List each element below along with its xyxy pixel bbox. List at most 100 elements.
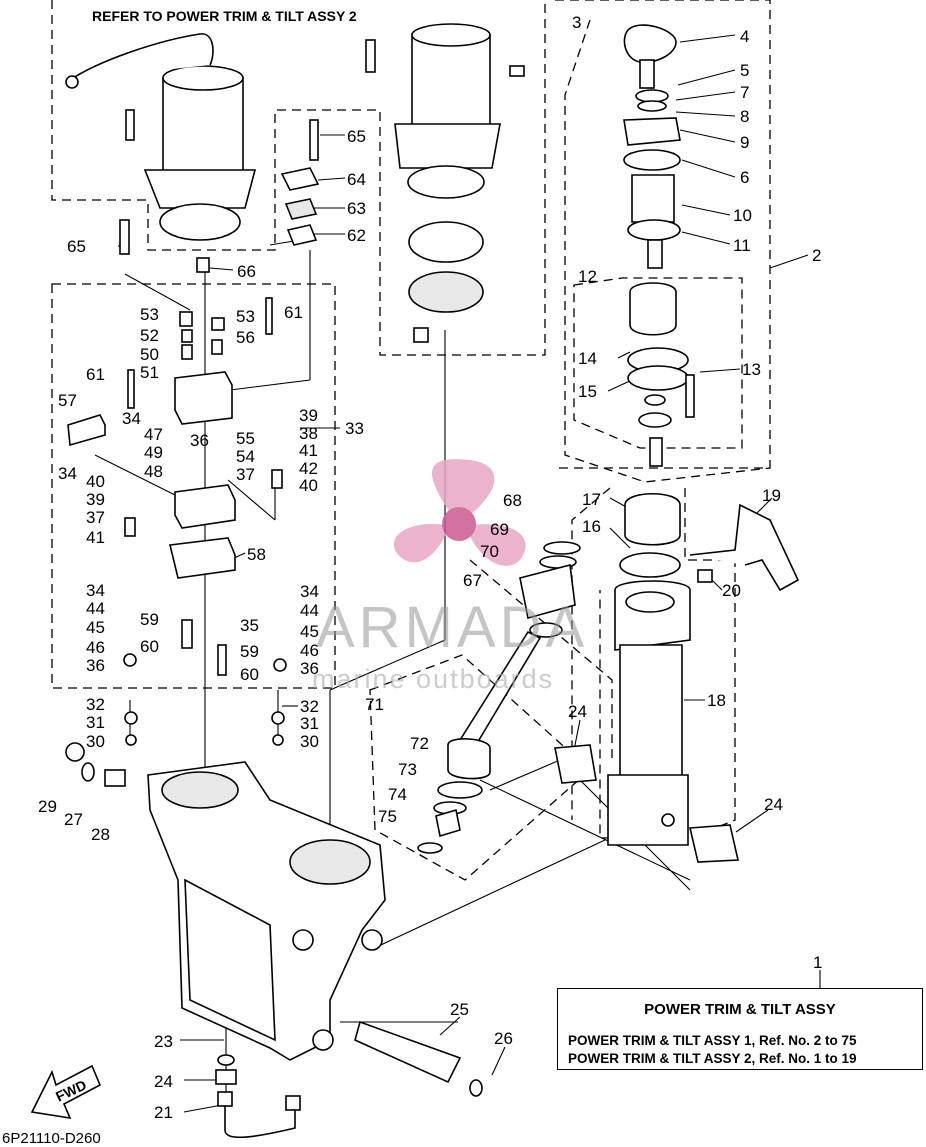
callout-63: 63 [347, 199, 366, 218]
watermark-logo [393, 459, 526, 566]
callout-44a: 44 [86, 599, 105, 618]
refer-note: REFER TO POWER TRIM & TILT ASSY 2 [92, 8, 357, 24]
callout-54: 54 [236, 447, 255, 466]
callout-30a: 30 [86, 732, 105, 751]
callout-22: 23 [154, 1032, 173, 1051]
callout-59b: 59 [240, 642, 259, 661]
legend-row-assy-2: POWER TRIM & TILT ASSY 2, Ref. No. 1 to … [568, 1051, 857, 1066]
callout-labels: 3 4 5 7 8 9 6 10 11 2 12 14 15 13 17 16 … [38, 13, 822, 1122]
callout-62: 62 [347, 226, 366, 245]
callout-39a: 38 [299, 424, 318, 443]
callout-38: 37 [86, 508, 105, 527]
trim-motor-center [365, 23, 525, 343]
callout-45a: 45 [86, 618, 105, 637]
callout-68: 68 [503, 491, 522, 510]
callout-29: 29 [38, 797, 57, 816]
callout-30b: 30 [300, 732, 319, 751]
callout-24b: 24 [764, 795, 783, 814]
callout-23: 24 [154, 1072, 173, 1091]
callout-36b: 36 [300, 659, 319, 678]
bottom-fittings [65, 742, 483, 1139]
callout-37b: 37 [236, 465, 255, 484]
callout-53a: 53 [140, 305, 159, 324]
callout-34d: 34 [300, 582, 319, 601]
callout-52: 52 [140, 326, 159, 345]
callout-41b: 41 [86, 528, 105, 547]
callout-57: 57 [58, 391, 77, 410]
callout-40a: 39 [299, 406, 318, 425]
callout-34a: 34 [122, 409, 141, 428]
callout-42: 41 [299, 441, 318, 460]
callout-20: 20 [722, 581, 741, 600]
callout-31b: 31 [300, 714, 319, 733]
callout-59a: 59 [140, 610, 159, 629]
callout-32b: 32 [300, 697, 319, 716]
callout-39b: 39 [86, 490, 105, 509]
callout-49: 49 [144, 443, 163, 462]
callout-4: 4 [740, 27, 749, 46]
callout-55: 55 [236, 429, 255, 448]
tilt-cylinder-assembly [554, 24, 800, 863]
callout-5: 5 [740, 61, 749, 80]
watermark-brand: ARMADA [316, 595, 589, 660]
manifold-bracket [147, 761, 386, 1061]
callout-13: 13 [742, 360, 761, 379]
callout-3: 3 [572, 13, 581, 32]
callout-67: 67 [463, 571, 482, 590]
callout-12: 12 [578, 267, 597, 286]
callout-45b: 45 [300, 622, 319, 641]
callout-6: 6 [740, 168, 749, 187]
callout-37a: 36 [190, 431, 209, 450]
callout-43: 42 [299, 459, 318, 478]
callout-71: 71 [365, 695, 384, 714]
callout-74: 74 [388, 785, 407, 804]
callout-15: 15 [578, 382, 597, 401]
assembly-boundaries [51, 0, 771, 881]
callout-19: 19 [762, 486, 781, 505]
callout-73: 73 [398, 760, 417, 779]
trim-motor-left [65, 33, 257, 241]
fwd-arrow: FWD [30, 1064, 102, 1120]
callout-14: 14 [578, 349, 597, 368]
leader-lines [94, 34, 821, 1113]
callout-61a: 61 [284, 303, 303, 322]
callout-11: 11 [733, 236, 751, 255]
callout-31a: 31 [86, 713, 105, 732]
callout-75: 75 [378, 807, 397, 826]
callout-27: 27 [64, 810, 83, 829]
callout-21: 21 [154, 1103, 173, 1122]
callout-70: 70 [480, 542, 499, 561]
callout-60b: 60 [240, 665, 259, 684]
callout-47: 47 [144, 425, 163, 444]
callout-50: 50 [140, 345, 159, 364]
callout-51: 51 [140, 363, 159, 382]
callout-44b: 44 [300, 601, 319, 620]
callout-18: 18 [707, 691, 726, 710]
callout-1: 1 [813, 953, 822, 972]
callout-2: 2 [812, 246, 821, 265]
callout-61b: 61 [86, 365, 105, 384]
callout-72: 72 [410, 734, 429, 753]
watermark-tagline: marine outboards [312, 664, 555, 694]
callout-8: 8 [740, 107, 749, 126]
callout-69: 69 [490, 520, 509, 539]
piston-rod-group [417, 541, 581, 854]
callout-41a: 40 [299, 476, 318, 495]
legend-row-assy-1: POWER TRIM & TILT ASSY 1, Ref. No. 2 to … [568, 1033, 857, 1048]
callout-53b: 53 [236, 307, 255, 326]
callout-16: 16 [582, 517, 601, 536]
callout-36a: 36 [86, 656, 105, 675]
callout-60a: 60 [140, 637, 159, 656]
callout-58: 58 [247, 545, 266, 564]
callout-34c: 34 [86, 581, 105, 600]
callout-64: 64 [347, 170, 366, 189]
callout-7: 7 [740, 83, 749, 102]
drawing-code: 6P21110-D260 [2, 1130, 101, 1147]
callout-26: 26 [494, 1029, 513, 1048]
callout-56: 56 [236, 328, 255, 347]
callout-32a: 32 [86, 695, 105, 714]
callout-24a: 24 [568, 702, 587, 721]
callout-10: 10 [733, 206, 752, 225]
callout-46a: 46 [86, 638, 105, 657]
legend-title: POWER TRIM & TILT ASSY [644, 1001, 836, 1018]
